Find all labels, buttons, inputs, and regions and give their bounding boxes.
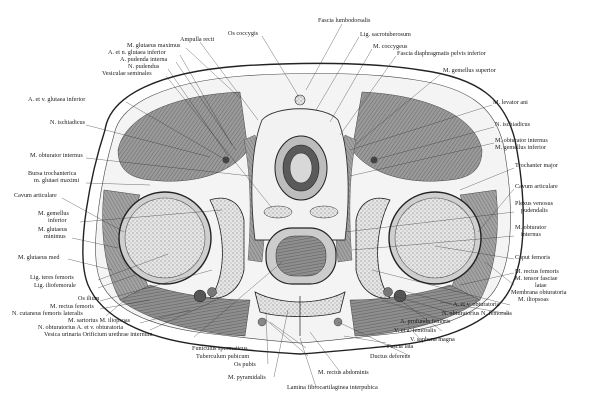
label-tuberculum-pubicum: Tuberculum pubicum [196,353,249,360]
label-a-v-obturatoria: A. et v. obturatoria [453,301,500,308]
label-m-glutaeus-med: M. glutaeus med [18,254,60,261]
label-caput-femoris: Caput femoris [515,254,551,261]
femoral-vessels-left [193,287,217,303]
label-m-gemellus-superior: M. gemellus superior [443,67,496,74]
label-v-saphena-magna: V. saphena magna [410,336,455,343]
label-m-rectus-abdominis: M. rectus abdominis [318,369,369,376]
anterior-muscles-left [119,284,251,337]
label-m-gemellus-inferior-right: M. gemellus inferior [495,144,546,151]
pelvic-bone-left [209,197,245,299]
label-m-obturator-internus-r2: M. obturator [515,224,546,231]
label-m-obturator-internus-left: M. obturator internus [30,152,83,159]
labels: Os coccygis Fascia lumbodorsalis Ampulla… [12,17,567,391]
label-fascia-lata: Fascia lata [387,343,414,350]
label-trochanter-major: Trochanter major [515,162,558,169]
leader-lines [61,23,515,388]
label-m-sartorius-iliopsoas: M. sartorius M. iliopsoas [68,317,131,324]
label-m-rectus-femoris-right: M. rectus femoris [515,268,559,275]
label-m-obturator-internus-right: M. obturator internus [495,137,548,144]
label-ampulla-recti: Ampulla recti [180,36,214,43]
section-drawing [82,62,524,355]
label-m-gemellus-left-2: inferior [48,217,67,224]
label-m-glutaeus-minimus-2: minimus [44,233,66,240]
label-n-ischiadicus-right: N. ischiadicus [495,121,531,128]
label-fascia-diaphragmatis: Fascia diaphragmatis pelvis inferior [397,50,486,57]
label-lig-teres-femoris: Lig. teres femoris [30,274,74,281]
label-plexus-venosus-2: pudendalis [521,207,548,214]
label-m-levator-ani: M. levator ani [493,99,528,106]
label-m-coccygeus: M. coccygeus [373,43,408,50]
label-m-obturator-internus-r2-2: internus [521,231,542,238]
label-n-pudendus: N. pudendus [128,63,160,70]
rectum [274,135,328,201]
label-os-ilium: Os ilium [78,295,100,302]
label-cavum-articulare-right: Cavum articulare [515,183,558,190]
label-lig-sacrotuberosum: Lig. sacrotuberosum [360,31,411,38]
label-m-glutaeus-minimus: M. glutaeus [38,226,68,233]
label-n-obturatorius-femoralis: N. obturatorius N. femoralis [442,310,513,317]
label-ductus-deferens: Ductus deferens [370,353,411,360]
label-m-pyramidalis: M. pyramidalis [228,374,266,381]
femoral-head-right [388,191,482,285]
label-os-pubis: Os pubis [234,361,256,368]
label-m-iliopsoas-right: M. iliopsoas [518,296,549,303]
anterior-muscles-right [349,284,481,337]
label-a-pudenda-interna: A. pudenda interna [120,56,168,63]
label-n-cutaneus-femoris: N. cutaneus femoris lateralis [12,310,83,317]
label-m-glutaei-maximi: m. glutaei maximi [34,177,79,184]
label-m-tensor-fasciae-2: latae [535,282,547,289]
label-funiculus-spermaticus: Funiculus spermaticus [192,345,248,352]
label-os-coccygis: Os coccygis [228,30,259,37]
label-cavum-articulare-left: Cavum articulare [14,192,57,199]
label-membrana-obturatoria: Membrana obturatoria [511,289,567,296]
femoral-head-left [118,191,212,285]
label-v-a-femoralis: V. et a. femoralis [394,327,437,334]
label-a-profunda-femoris: A. profunda femoris [400,318,451,325]
label-m-gemellus-left: M. gemellus [38,210,70,217]
coccyx [294,94,306,106]
label-vesiculae-seminales: Vesiculae seminales [102,70,152,77]
label-fascia-lumbodorsalis: Fascia lumbodorsalis [318,17,371,24]
seminal-vesicles [263,205,339,219]
label-m-tensor-fasciae: M. tensor fasciae [515,275,558,282]
label-vesica-urinaria: Vesica urinaria Orificium urethrae inter… [44,331,153,338]
label-m-glutaeus-maximus: M. glutaeus maximus [127,42,181,49]
label-plexus-venosus: Plexus venosus [515,200,554,207]
label-a-v-glutaea-inferior: A. et v. glutaea inferior [28,96,85,103]
label-n-ischiadicus-left: N. ischiadicus [50,119,86,126]
label-bursa-trochanterica: Bursa trochanterica [28,170,77,177]
label-lamina-fibrocartilaginea: Lamina fibrocartilaginea interpubica [287,384,378,391]
gluteus-maximus-left [117,91,249,182]
label-n-obturatorius-left: N. obturatorius A. et v. obturatoria [38,324,123,331]
label-m-rectus-femoris-left: M. rectus femoris [50,303,94,310]
label-a-n-glutaea-inferior: A. et n. glutaea inferior [108,49,166,56]
label-lig-iliofemorale: Lig. iliofemorale [34,282,76,289]
urinary-bladder [265,227,337,285]
gluteus-maximus-right [351,91,483,182]
